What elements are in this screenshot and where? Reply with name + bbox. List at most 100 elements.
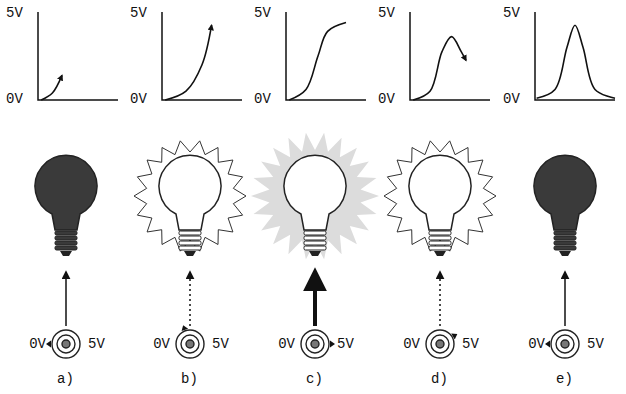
knob-pointer <box>545 341 550 348</box>
panel <box>35 12 118 358</box>
bulb-base <box>304 231 326 235</box>
knob-pointer <box>46 341 51 348</box>
glow-rays <box>384 141 496 251</box>
axis-label: 5V <box>6 6 23 20</box>
axis-label: 0V <box>254 92 271 106</box>
panel <box>384 12 496 358</box>
bulb-tip <box>559 251 571 256</box>
graph-axes <box>162 12 242 100</box>
panel-letter: b) <box>181 372 198 386</box>
knob-label: 0V <box>153 337 170 351</box>
axis-label: 0V <box>6 92 23 106</box>
axis-label: 0V <box>130 92 147 106</box>
knob-label: 5V <box>212 337 229 351</box>
bulb-base <box>55 241 77 245</box>
control-knob <box>176 330 204 358</box>
knob-label: 0V <box>29 337 46 351</box>
panel <box>134 12 246 358</box>
light-bulb <box>409 155 471 230</box>
light-bulb <box>35 155 97 230</box>
panel-letter: d) <box>431 372 448 386</box>
signal-arrow <box>439 272 441 326</box>
axis-label: 5V <box>378 6 395 20</box>
control-knob <box>311 340 319 348</box>
control-knob <box>561 340 569 348</box>
glow-rays <box>134 141 246 251</box>
control-knob <box>556 335 574 353</box>
voltage-curve <box>41 75 62 100</box>
knob-label: 0V <box>528 337 545 351</box>
bulb-base <box>55 236 77 240</box>
bulb-base <box>179 231 201 235</box>
knob-label: 5V <box>88 337 105 351</box>
control-knob <box>62 340 70 348</box>
knob-pointer <box>451 333 457 339</box>
control-knob <box>426 330 454 358</box>
knob-label: 5V <box>462 337 479 351</box>
bulb-base <box>554 246 576 250</box>
graph-axes <box>535 12 615 100</box>
voltage-curve <box>413 37 466 100</box>
knob-pointer <box>330 341 335 348</box>
control-knob <box>551 330 579 358</box>
axis-label: 5V <box>130 6 147 20</box>
panel-letter: e) <box>556 372 573 386</box>
control-knob <box>52 330 80 358</box>
panel <box>534 12 615 358</box>
control-knob <box>436 340 444 348</box>
signal-arrow <box>189 272 191 326</box>
control-knob <box>306 335 324 353</box>
bulb-base <box>429 236 451 240</box>
bulb-tip <box>309 251 321 256</box>
axis-label: 0V <box>378 92 395 106</box>
voltage-curve <box>537 25 615 98</box>
bulb-base <box>429 241 451 245</box>
voltage-curve <box>289 23 346 100</box>
light-bulb <box>159 155 221 230</box>
voltage-curve <box>165 25 211 100</box>
bulb-base <box>55 231 77 235</box>
graph-axes <box>410 12 490 100</box>
knob-label: 5V <box>337 337 354 351</box>
bulb-tip <box>60 251 72 256</box>
bulb-base <box>554 241 576 245</box>
axis-label: 5V <box>254 6 271 20</box>
signal-arrow <box>65 272 67 326</box>
bulb-base <box>304 241 326 245</box>
bulb-base <box>304 236 326 240</box>
knob-label: 0V <box>278 337 295 351</box>
bulb-tip <box>434 251 446 256</box>
bulb-base <box>429 246 451 250</box>
knob-label: 0V <box>403 337 420 351</box>
bulb-base <box>179 236 201 240</box>
graph-axes <box>38 12 118 100</box>
control-knob <box>57 335 75 353</box>
bulb-base <box>179 246 201 250</box>
bulb-base <box>55 246 77 250</box>
axis-label: 0V <box>503 92 520 106</box>
bulb-base <box>554 236 576 240</box>
bulb-base <box>554 231 576 235</box>
signal-arrow <box>564 272 566 326</box>
bulb-base <box>429 231 451 235</box>
axis-label: 5V <box>503 6 520 20</box>
control-knob <box>431 335 449 353</box>
control-knob <box>301 330 329 358</box>
knob-label: 5V <box>587 337 604 351</box>
signal-arrow <box>313 272 317 326</box>
control-knob <box>186 340 194 348</box>
light-bulb <box>284 155 346 230</box>
light-bulb <box>534 155 596 230</box>
graph-axes <box>286 12 366 100</box>
panel-letter: c) <box>306 372 323 386</box>
knob-pointer <box>182 325 189 331</box>
bulb-base <box>304 246 326 250</box>
panel <box>251 12 379 358</box>
panel-letter: a) <box>57 372 74 386</box>
bulb-tip <box>184 251 196 256</box>
bulb-base <box>179 241 201 245</box>
control-knob <box>181 335 199 353</box>
bright-glow <box>251 133 379 260</box>
